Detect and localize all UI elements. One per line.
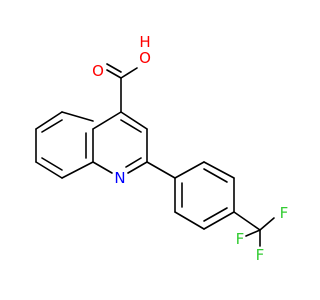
bond-c8-c8a (61, 161, 94, 179)
bond-ph3-ph4-inner (203, 207, 228, 222)
bond-ph6-ph1 (174, 161, 205, 179)
bond-ph5-ph6-inner (203, 168, 228, 183)
atom-labels: O O H N F F F (92, 33, 288, 264)
bond-cf3-f-top (259, 217, 275, 231)
bond-c2-n1-inner (125, 157, 142, 168)
bond-c-o-hydroxyl (120, 67, 138, 79)
bond-c4-c3 (120, 111, 148, 130)
atom-fluorine-left: F (236, 230, 245, 248)
bond-c7-c8-inner (41, 157, 63, 171)
bond-ph5-ph6 (203, 161, 235, 179)
bond-n1-c8a (92, 161, 113, 174)
atom-ring-nitrogen: N (114, 169, 125, 187)
bond-ph2-ph3 (174, 211, 205, 230)
bond-ph4-cf3 (233, 211, 261, 231)
bond-c2-phenyl (146, 161, 176, 179)
molecule-canvas: O O H N F F F (35, 33, 288, 264)
atom-oxygen-hydroxyl: O (139, 49, 151, 67)
molecule-structure: O O H N F F F (35, 33, 288, 264)
atom-hydroxyl-hydrogen: H (139, 33, 150, 51)
atom-oxygen-carbonyl: O (92, 62, 104, 80)
bond-c5-c6 (35, 111, 63, 130)
bond-ph3-ph4 (203, 211, 235, 230)
bond-c-o-carbonyl-2 (106, 63, 122, 73)
atom-fluorine-top: F (280, 204, 289, 222)
bond-c5-c6-inner (41, 119, 63, 133)
atom-fluorine-bottom: F (256, 246, 265, 264)
bond-cf3-f-left (245, 229, 261, 237)
bond-c2-n1 (127, 161, 148, 174)
bond-c4a-c5 (61, 111, 94, 122)
bond-c4a-c4 (92, 111, 122, 130)
bond-c-o-carbonyl-1 (106, 69, 122, 79)
bonds (35, 63, 275, 247)
bond-c4-c3-inner (120, 119, 142, 133)
bond-c7-c8 (35, 161, 63, 179)
